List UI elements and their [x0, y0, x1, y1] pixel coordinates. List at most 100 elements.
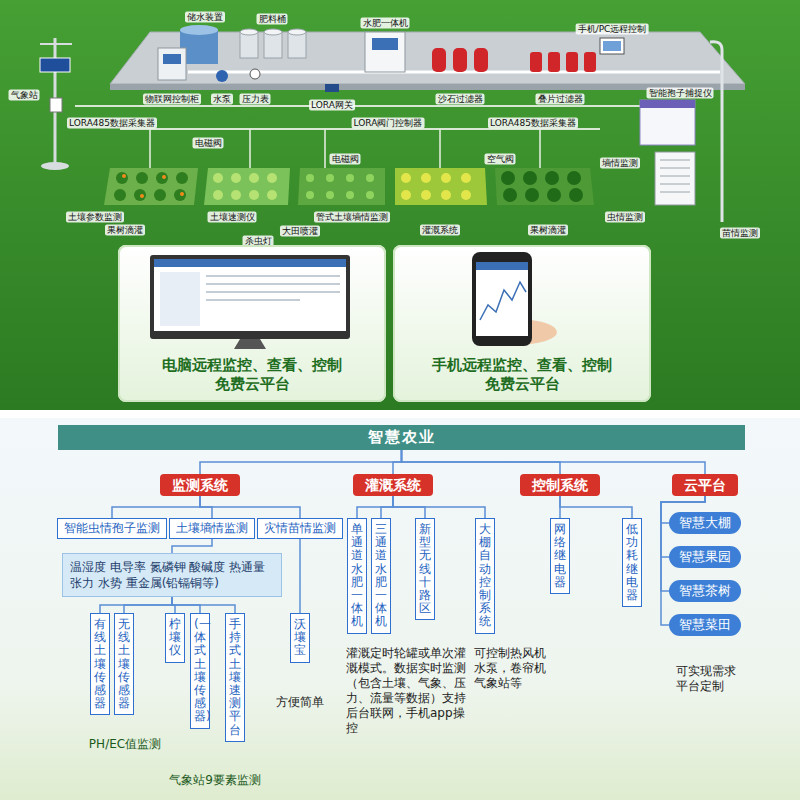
label-holder: 方便简单 [276, 691, 324, 710]
node-text: 温湿度 电导率 氮磷钾 酸碱度 热通量 张力 水势 重金属(铅镉铜等) [70, 559, 274, 591]
node-text: 低功耗继电器 [626, 523, 638, 602]
tree-connector [560, 496, 632, 518]
label-holder: PH/EC值监测 [89, 733, 161, 752]
label-holder: LORA网关 [309, 93, 355, 112]
module-box: 智能虫情孢子监测 [57, 518, 167, 539]
node-text: 免费云平台 [485, 375, 560, 394]
node-text: (一体式土壤传感器) [194, 618, 206, 724]
node-text: 智慧农业 [368, 428, 436, 447]
tree-connector [172, 539, 212, 553]
label-holder: 智能孢子捕捉仪 [647, 81, 714, 100]
label-holder: 电磁阀 [330, 147, 361, 166]
system-box: 云平台 [672, 474, 738, 496]
label-holder: 气象站 [9, 83, 40, 102]
note-text: 可控制热风机水泵，卷帘机气象站等 [474, 646, 546, 691]
platform-pill: 智慧茶树 [669, 580, 741, 602]
tree-connector [200, 450, 402, 474]
platform-pill: 智慧果园 [669, 546, 741, 568]
label-holder: LORA485数据采集器 [488, 111, 578, 130]
tree-connector [172, 597, 235, 613]
part-label: 墒情监测 [600, 158, 640, 169]
node-text: 电脑远程监控、查看、控制 [162, 356, 342, 375]
note-text: 灌溉定时轮罐或单次灌溉模式。数据实时监测（包含土壤、气象、压力、流量等数据）支持… [346, 646, 468, 736]
system-box: 监测系统 [160, 474, 240, 496]
label-holder: 水肥一体机 [361, 11, 410, 30]
tree-connector [393, 496, 485, 518]
part-label: 土壤速测仪 [208, 212, 257, 223]
parameter-box: 温湿度 电导率 氮磷钾 酸碱度 热通量 张力 水势 重金属(铅镉铜等) [62, 553, 282, 597]
vertical-box: 三通道水肥一体机 [371, 518, 391, 634]
node-text: 无线土壤传感器 [118, 618, 130, 710]
vertical-box: 沃壤宝 [290, 613, 310, 663]
part-label: 沙石过滤器 [436, 94, 485, 105]
part-label: 果树滴灌 [528, 225, 568, 236]
node-text: 智慧大棚 [679, 515, 731, 531]
label-holder: 大田喷灌 [280, 219, 320, 238]
label-holder: 果树滴灌 [528, 218, 568, 237]
label-holder: 储水装置 [185, 5, 225, 24]
part-label: LORA网关 [309, 100, 355, 111]
vertical-box: 无线土壤传感器 [114, 613, 134, 715]
node-text: 灾情苗情监测 [264, 521, 336, 536]
label-holder: 可控制热风机水泵，卷帘机气象站等 [474, 646, 546, 691]
vertical-box: 单通道水肥一体机 [347, 518, 367, 634]
part-label: 虫情监测 [605, 212, 645, 223]
platform-pill: 智慧大棚 [669, 512, 741, 534]
label-holder: LORA485数据采集器 [67, 111, 157, 130]
tree-connector [661, 496, 705, 591]
label-holder: 灌溉系统 [420, 218, 460, 237]
label-holder: 虫情监测 [605, 205, 645, 224]
label-holder: 物联网控制柜 [143, 87, 201, 106]
part-label: 大田喷灌 [280, 226, 320, 237]
part-label: 手机/PC远程控制 [576, 24, 649, 35]
part-label: 压力表 [240, 94, 271, 105]
note-text: PH/EC值监测 [89, 737, 161, 752]
note-text: 气象站9要素监测 [169, 773, 261, 788]
node-text: 免费云平台 [215, 375, 290, 394]
part-label: 管式土壤墒情监测 [314, 212, 390, 223]
label-holder: 沙石过滤器 [436, 87, 485, 106]
node-text: 沃壤宝 [294, 618, 306, 658]
label-holder: 压力表 [240, 87, 271, 106]
tree-connector [393, 450, 402, 474]
label-holder: 墒情监测 [600, 151, 640, 170]
module-box: 土壤墒情监测 [169, 518, 255, 539]
node-text: 控制系统 [532, 476, 588, 494]
part-label: 灌溉系统 [420, 225, 460, 236]
label-holder: 果树滴灌 [105, 218, 145, 237]
node-text: 手机远程监控、查看、控制 [432, 356, 612, 375]
node-text: 网络继电器 [554, 523, 566, 589]
label-holder: 叠片过滤器 [536, 87, 585, 106]
part-label: 苗情监测 [720, 228, 760, 239]
node-text: 云平台 [684, 476, 726, 494]
tree-connector [112, 496, 200, 518]
node-text: 智慧茶树 [679, 583, 731, 599]
vertical-box: 网络继电器 [550, 518, 570, 594]
part-label: 电磁阀 [193, 138, 224, 149]
module-box: 灾情苗情监测 [257, 518, 343, 539]
node-text: 智慧菜田 [679, 617, 731, 633]
label-holder: 电磁阀 [193, 131, 224, 150]
tree-connector [402, 450, 706, 474]
node-text: 智慧果园 [679, 549, 731, 565]
part-label: LORA485数据采集器 [488, 118, 578, 129]
label-holder: 土壤速测仪 [208, 205, 257, 224]
tree-connector [357, 496, 393, 518]
node-text: 柠壤仪 [169, 618, 181, 658]
tree-connector [200, 496, 300, 518]
label-holder: 手机/PC远程控制 [576, 17, 649, 36]
vertical-box: 手持式土壤速测平台 [225, 613, 245, 742]
part-label: 储水装置 [185, 12, 225, 23]
label-holder: 肥料桶 [257, 7, 288, 26]
node-text: 有线土壤传感器 [94, 618, 106, 710]
node-text: 灌溉系统 [365, 476, 421, 494]
label-holder: LORA阀门控制器 [352, 111, 425, 130]
part-label: 气象站 [9, 90, 40, 101]
part-label: 土壤参数监测 [66, 212, 124, 223]
part-label: 空气阀 [485, 154, 516, 165]
vertical-box: 有线土壤传感器 [90, 613, 110, 715]
screen-panel: 手机远程监控、查看、控制免费云平台 [393, 245, 651, 402]
system-box: 灌溉系统 [353, 474, 433, 496]
